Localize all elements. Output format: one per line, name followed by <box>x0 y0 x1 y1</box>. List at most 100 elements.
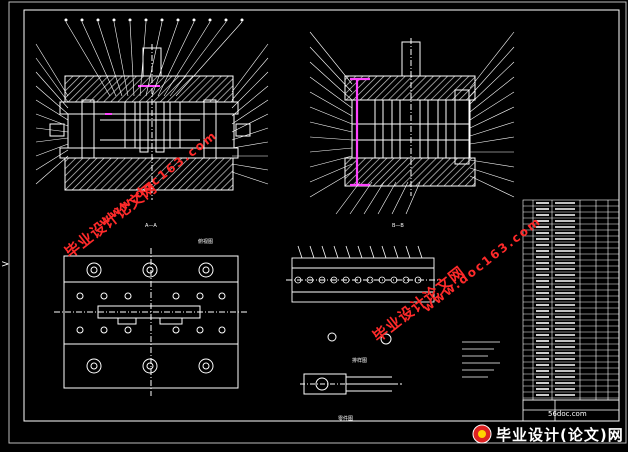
leader-line <box>309 61 353 101</box>
leader-dot <box>96 18 100 22</box>
leader-line <box>335 181 361 215</box>
leader-line <box>97 21 123 97</box>
top-view <box>54 248 248 396</box>
bolt-hole-inner <box>202 266 210 274</box>
leader-line <box>231 141 269 149</box>
pin-hole <box>218 326 226 334</box>
view-a-leaders <box>35 18 269 185</box>
leader-line <box>377 181 397 215</box>
leader-line <box>35 127 69 133</box>
view-a-magenta <box>105 85 160 115</box>
leader-line <box>349 181 373 215</box>
strip-pierce <box>402 276 410 284</box>
strip-leader <box>333 245 339 259</box>
leader-line <box>309 46 353 93</box>
pin-hole <box>76 326 84 334</box>
pin-hole <box>124 326 132 334</box>
footer-logo-icon <box>472 424 492 444</box>
strip-leader <box>369 245 375 259</box>
strip-pierce <box>378 276 386 284</box>
bolt-hole <box>142 358 158 374</box>
top-view-label: 俯视图 <box>198 239 214 245</box>
leader-line <box>363 181 385 215</box>
leader-dot <box>144 18 148 22</box>
leader-line <box>469 175 515 198</box>
footer-site: 56doc.com <box>548 410 587 418</box>
leader-line <box>35 143 69 157</box>
leader-line <box>309 106 353 125</box>
leader-line <box>469 76 515 113</box>
leader-line <box>309 147 353 153</box>
leader-line <box>35 149 69 171</box>
leader-line <box>391 181 409 215</box>
title-block <box>522 399 620 422</box>
leader-line <box>231 113 269 133</box>
strip-leader <box>297 245 303 259</box>
leader-line <box>175 21 243 97</box>
leader-dot <box>176 18 180 22</box>
pin-hole <box>172 326 180 334</box>
pin-hole <box>172 292 180 300</box>
leader-line <box>145 21 163 97</box>
leader-line <box>405 181 421 215</box>
strip-leader <box>417 245 423 259</box>
leader-line <box>469 159 515 168</box>
leader-line <box>469 31 515 89</box>
pin-hole <box>196 326 204 334</box>
view-b-label: B—B <box>392 223 404 229</box>
bolt-hole-inner <box>90 362 98 370</box>
pin-hole <box>100 326 108 334</box>
outer-frame <box>8 1 627 444</box>
leader-line <box>469 136 515 145</box>
view-b-leaders <box>309 31 515 215</box>
strip-leader <box>405 245 411 259</box>
leader-line <box>231 85 269 117</box>
footer-brand: 毕业设计(论文)网 <box>496 426 624 444</box>
strip-leader <box>393 245 399 259</box>
leader-line <box>163 21 211 97</box>
leader-line <box>231 71 269 109</box>
strip-pierce <box>414 276 422 284</box>
leader-dot <box>160 18 164 22</box>
leader-line <box>35 113 69 127</box>
leader-dot <box>208 18 212 22</box>
leader-dot <box>224 18 228 22</box>
leader-line <box>469 61 515 105</box>
strip-pierce <box>294 276 302 284</box>
bolt-hole <box>86 358 102 374</box>
leader-line <box>231 57 269 101</box>
view-a-section <box>49 44 251 200</box>
pin-hole <box>196 292 204 300</box>
leader-line <box>231 163 269 171</box>
leader-dot <box>128 18 132 22</box>
leader-line <box>157 21 195 97</box>
leader-line <box>231 99 269 125</box>
leader-line <box>81 21 117 97</box>
part-drawing <box>300 332 402 395</box>
leader-dot <box>80 18 84 22</box>
bolt-hole <box>142 262 158 278</box>
leader-line <box>35 71 69 109</box>
leader-line <box>35 137 69 143</box>
leader-line <box>113 21 129 97</box>
strip-leader <box>321 245 327 259</box>
leader-line <box>309 91 353 117</box>
leader-dot <box>240 18 244 22</box>
drawing-side-mark: > <box>1 259 10 270</box>
leader-line <box>469 91 515 121</box>
leader-line <box>35 43 69 97</box>
leader-dot <box>112 18 116 22</box>
leader-line <box>309 136 353 141</box>
leader-line <box>309 76 353 109</box>
leader-line <box>35 85 69 115</box>
pin-hole <box>100 292 108 300</box>
strip-pierce <box>330 276 338 284</box>
strip-pierce <box>342 276 350 284</box>
leader-line <box>309 163 353 183</box>
leader-line <box>469 46 515 97</box>
strip-pierce <box>390 276 398 284</box>
leader-line <box>469 167 515 183</box>
strip-label: 排样图 <box>352 358 368 364</box>
